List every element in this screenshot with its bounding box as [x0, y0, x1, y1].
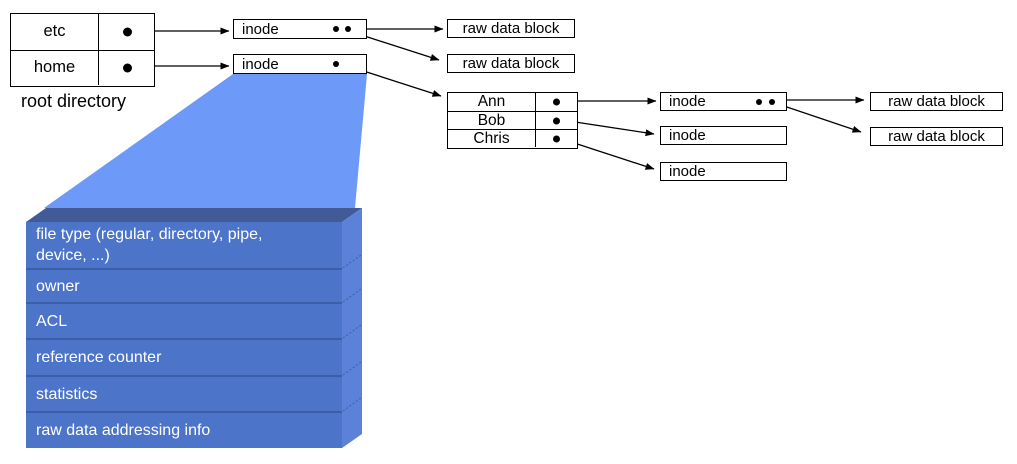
- pointer-cell: [536, 93, 577, 111]
- raw-data-block-label: raw data block: [888, 93, 985, 110]
- pointer-dot-icon: [333, 61, 339, 67]
- pointer-cell: [536, 130, 577, 147]
- pointer-dot-icon: [769, 98, 775, 105]
- inode-field-label: owner: [36, 277, 80, 295]
- inode-box-chris: inode: [660, 162, 787, 181]
- dir-entry-name: Ann: [448, 93, 536, 111]
- raw-data-block: raw data block: [447, 19, 575, 38]
- inode-field-file-type: file type (regular, directory, pipe, dev…: [26, 222, 342, 268]
- raw-data-block-label: raw data block: [462, 55, 560, 72]
- inode-label: inode: [669, 127, 706, 144]
- inode-label: inode: [669, 93, 706, 110]
- inode-structure-stack: file type (regular, directory, pipe, dev…: [26, 222, 342, 448]
- pointer-cell: [99, 14, 154, 50]
- pointer-cell: [99, 51, 154, 86]
- inode-label: inode: [242, 55, 279, 73]
- inode-field-reference-counter: reference counter: [26, 338, 342, 375]
- inode-box-home: inode: [233, 54, 367, 74]
- arrow-anninode-to-rawblock2: [774, 102, 862, 133]
- dir-entry-name: home: [11, 50, 99, 85]
- inode-field-label: ACL: [36, 312, 68, 330]
- pointer-dot-icon: [122, 27, 132, 37]
- table-row-etc: etc: [11, 14, 154, 50]
- inode-field-owner: owner: [26, 268, 342, 302]
- table-row-ann: Ann: [448, 93, 577, 111]
- raw-data-block: raw data block: [870, 127, 1003, 146]
- inode-field-label: reference counter: [36, 349, 162, 366]
- pointer-dot-icon: [553, 135, 560, 142]
- raw-data-block-label: raw data block: [462, 20, 560, 37]
- inode-field-label: statistics: [36, 385, 98, 403]
- inode-box-bob: inode: [660, 126, 787, 145]
- stack-top-bevel: [26, 208, 362, 222]
- inode-label: inode: [242, 20, 279, 38]
- pointer-dot-icon: [553, 98, 560, 106]
- pointer-dot-icon: [756, 98, 762, 105]
- pointer-dot-icon: [553, 117, 560, 124]
- zoom-funnel-shape: [44, 74, 367, 208]
- pointer-arrows: [132, 25, 865, 170]
- inode-field-label: raw data addressing info: [36, 422, 211, 439]
- stack-side-bevel: [342, 208, 362, 448]
- pointer-dot-icon: [333, 26, 339, 32]
- table-row-chris: Chris: [448, 129, 577, 147]
- inode-field-statistics: statistics: [26, 375, 342, 411]
- inode-box-ann: inode: [660, 92, 787, 111]
- dir-entry-name: etc: [11, 14, 99, 50]
- root-directory-table: etc home: [10, 13, 155, 87]
- inode-box-etc: inode: [233, 19, 367, 39]
- root-directory-caption: root directory: [21, 91, 127, 111]
- pointer-dot-icon: [122, 63, 132, 73]
- pointer-cell: [536, 112, 577, 129]
- inode-field-acl: ACL: [26, 302, 342, 338]
- inode-field-raw-data-addressing: raw data addressing info: [26, 411, 342, 448]
- inode-field-label: file type (regular, directory, pipe, dev…: [36, 226, 263, 264]
- dir-entry-name: Chris: [448, 130, 536, 147]
- home-directory-table: Ann Bob Chris: [447, 92, 578, 149]
- raw-data-block: raw data block: [870, 92, 1003, 111]
- table-row-home: home: [11, 49, 154, 86]
- table-row-bob: Bob: [448, 111, 577, 129]
- pointer-dot-icon: [345, 26, 351, 32]
- raw-data-block: raw data block: [447, 54, 575, 73]
- inode-label: inode: [669, 163, 706, 180]
- raw-data-block-label: raw data block: [888, 128, 985, 145]
- dir-entry-name: Bob: [448, 112, 536, 129]
